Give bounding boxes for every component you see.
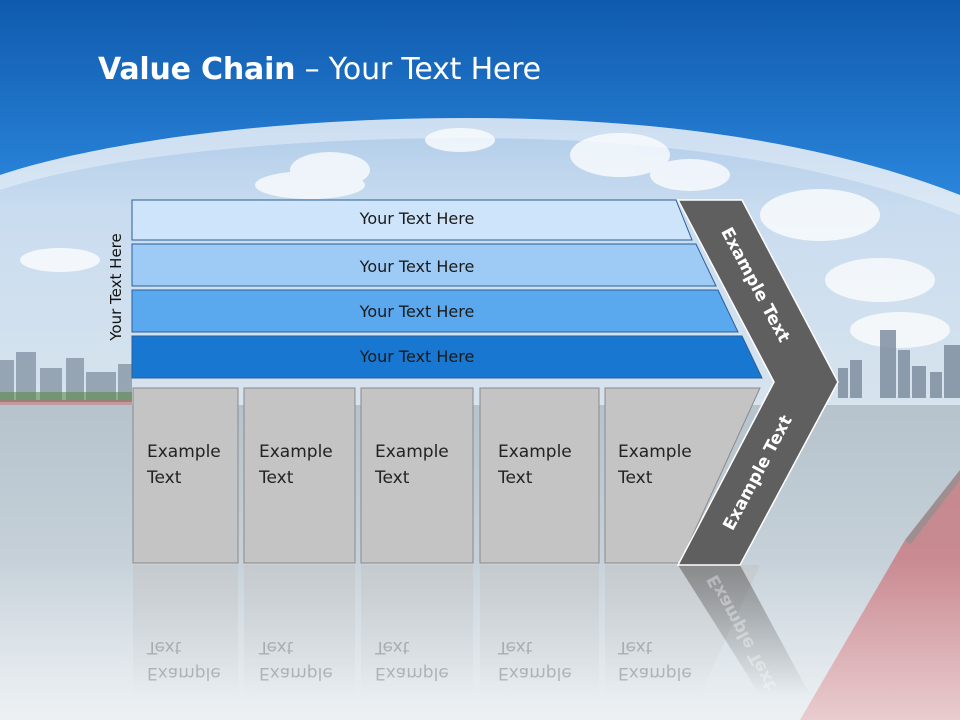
box-1-reflection: Example Text — [147, 634, 221, 686]
box-2-line1: Example — [259, 442, 333, 462]
chevron-arrow — [676, 199, 839, 566]
box-2 — [243, 387, 356, 564]
reflection — [133, 565, 810, 695]
bar-4 — [131, 335, 763, 379]
box-1 — [132, 387, 239, 564]
box-5-reflection-line1: Example — [618, 663, 692, 683]
title-rest: – Your Text Here — [295, 52, 541, 87]
clouds — [20, 128, 950, 348]
box-1-reflection-line1: Example — [147, 663, 221, 683]
box-4-reflection-line1: Example — [498, 663, 572, 683]
box-3-reflection-line1: Example — [375, 663, 449, 683]
bar-2-label: Your Text Here — [359, 257, 475, 276]
box-2-reflection-line1: Example — [259, 663, 333, 683]
box-4-line1: Example — [498, 442, 572, 462]
bar-3 — [131, 289, 739, 333]
box-5-reflection-line2: Text — [618, 637, 653, 657]
box-3-reflection-line2: Text — [375, 637, 410, 657]
skyline-right — [838, 330, 960, 398]
bar-3-label: Your Text Here — [359, 302, 475, 321]
bar-4-label: Your Text Here — [359, 347, 475, 366]
box-3-reflection: Example Text — [375, 634, 449, 686]
box-2-line2: Text — [259, 468, 294, 488]
box-5-line2: Text — [618, 468, 653, 488]
box-2-reflection-line2: Text — [259, 637, 294, 657]
box-4-reflection-line2: Text — [498, 637, 533, 657]
box-4-reflection: Example Text — [498, 634, 572, 686]
box-1-line1: Example — [147, 442, 221, 462]
title-bold: Value Chain — [98, 52, 296, 87]
box-3 — [360, 387, 474, 564]
box-2-reflection: Example Text — [259, 634, 333, 686]
vertical-axis-label: Your Text Here — [107, 233, 125, 341]
box-4 — [479, 387, 600, 564]
box-5-reflection: Example Text — [618, 634, 692, 686]
bar-2 — [131, 243, 717, 287]
box-1-reflection-line2: Text — [147, 637, 182, 657]
box-3-line2: Text — [375, 468, 410, 488]
slide-title: Value Chain – Your Text Here — [98, 52, 541, 87]
bar-1 — [131, 199, 693, 241]
box-3-line1: Example — [375, 442, 449, 462]
box-1-line2: Text — [147, 468, 182, 488]
box-5-line1: Example — [618, 442, 692, 462]
bar-1-label: Your Text Here — [359, 209, 475, 228]
box-4-line2: Text — [498, 468, 533, 488]
header-band — [0, 0, 960, 195]
